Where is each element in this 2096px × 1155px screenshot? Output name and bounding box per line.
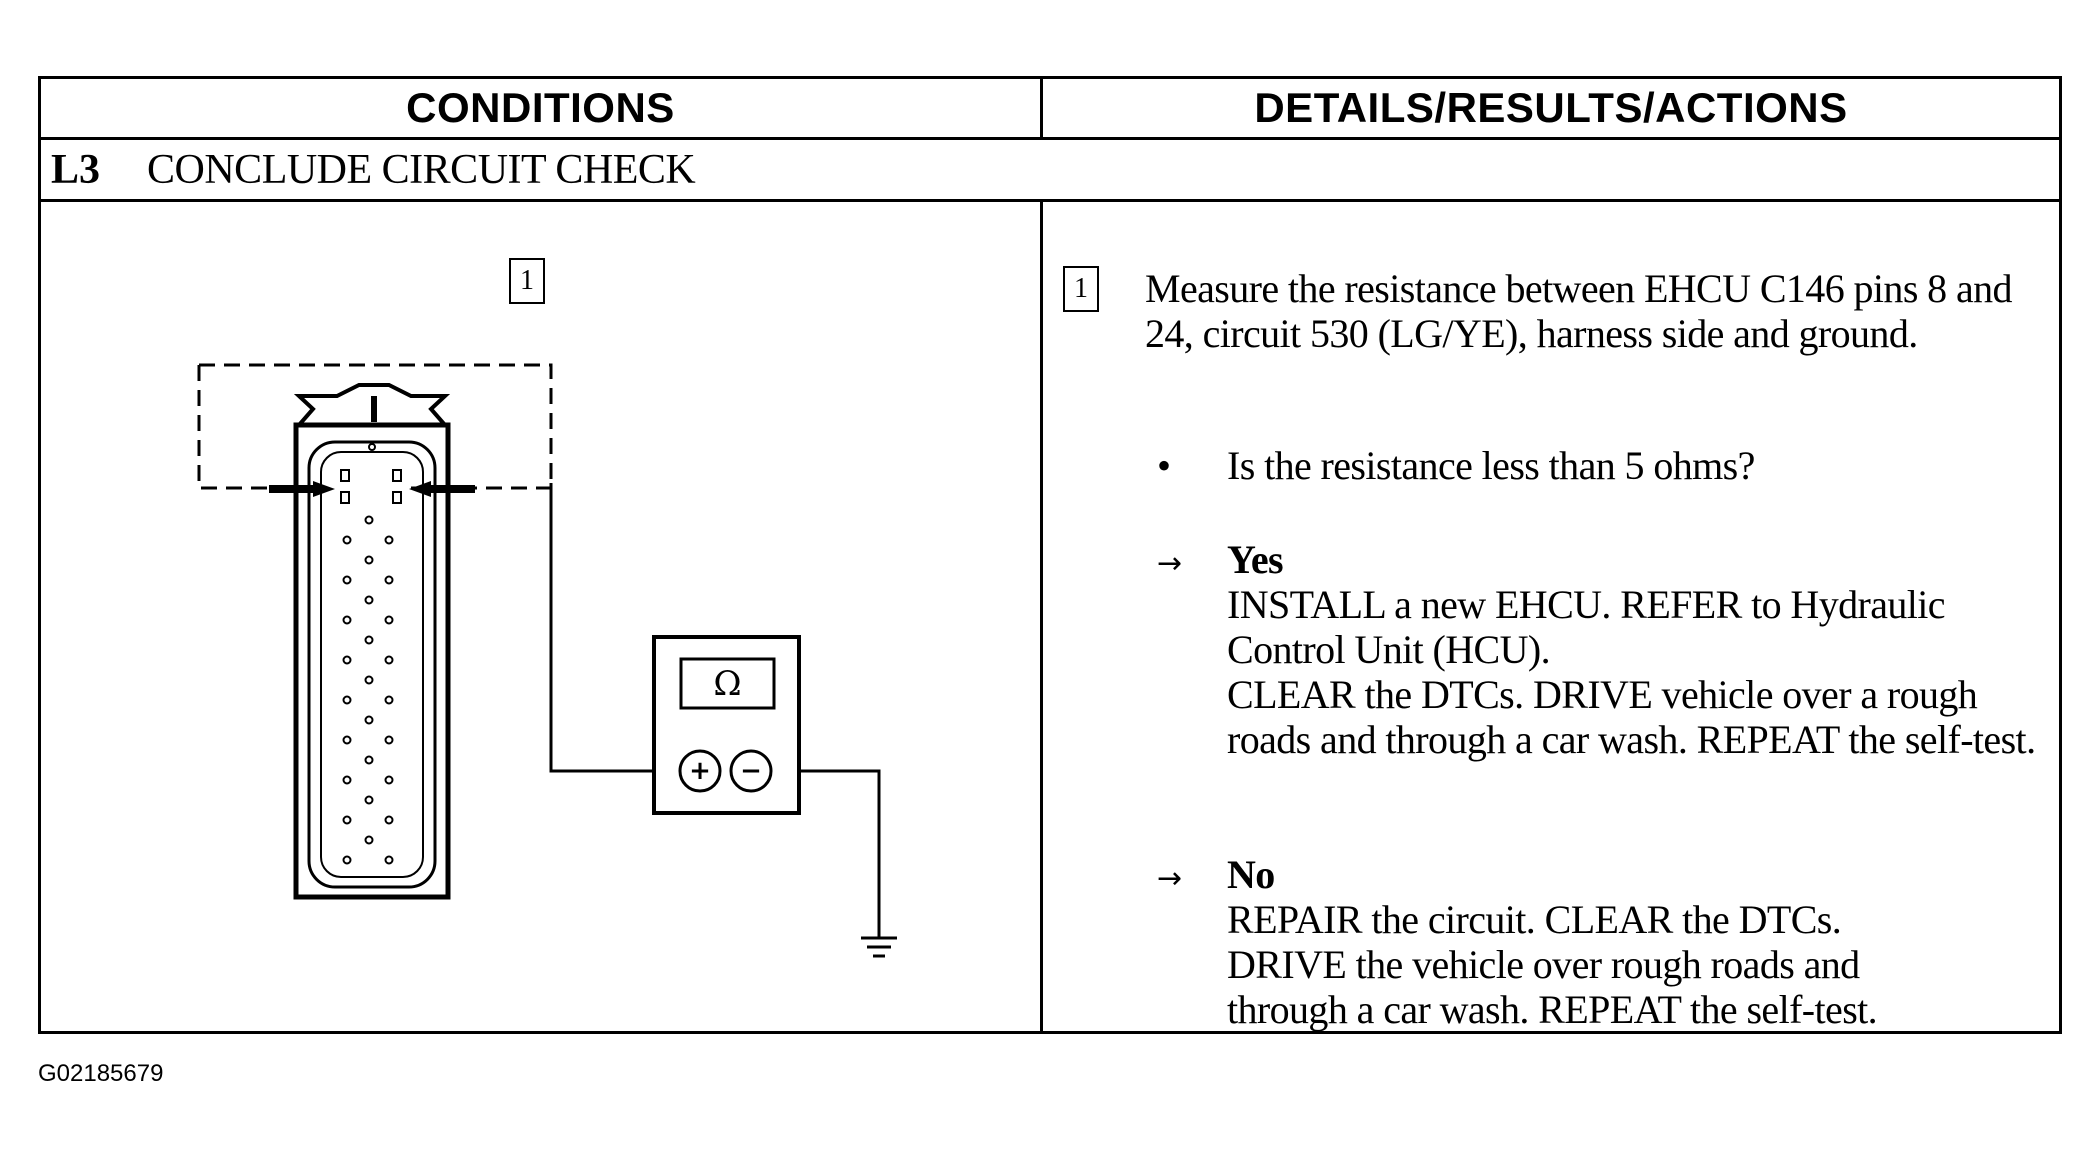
- step-title: CONCLUDE CIRCUIT CHECK: [147, 146, 696, 193]
- question-line: • Is the resistance less than 5 ohms?: [1157, 442, 1755, 489]
- yes-action-2: CLEAR the DTCs. DRIVE vehicle over a rou…: [1227, 672, 2036, 762]
- arrow-right-icon: →: [1157, 861, 1182, 896]
- ohm-symbol: Ω: [713, 663, 742, 704]
- conditions-header: CONDITIONS: [41, 79, 1043, 137]
- step-code: L3: [51, 146, 101, 193]
- ohmmeter: [652, 635, 801, 815]
- details-header: DETAILS/RESULTS/ACTIONS: [1254, 84, 1848, 131]
- no-label: No: [1227, 852, 1275, 897]
- no-action: REPAIR the circuit. CLEAR the DTCs. DRIV…: [1227, 897, 1878, 1032]
- details-step-box: 1: [1063, 266, 1099, 312]
- plus-terminal-label: +: [689, 756, 711, 786]
- arrow-right-icon: →: [1157, 546, 1182, 581]
- question-text: Is the resistance less than 5 ohms?: [1227, 443, 1755, 488]
- diagram-step-box: 1: [509, 258, 545, 304]
- ground-icon: [861, 936, 897, 958]
- minus-terminal-label: −: [740, 756, 762, 786]
- details-cell: 1 Measure the resistance between EHCU C1…: [1043, 202, 2059, 1032]
- yes-label: Yes: [1227, 537, 1284, 582]
- step-title-row: L3 CONCLUDE CIRCUIT CHECK: [41, 137, 2059, 202]
- test-probes: [269, 481, 475, 497]
- connector-meter-diagram: [197, 363, 897, 958]
- bullet: •: [1157, 443, 1171, 488]
- conditions-cell: 1: [41, 202, 1043, 1031]
- diagnostic-table: CONDITIONS DETAILS/RESULTS/ACTIONS L3 CO…: [38, 76, 2062, 1034]
- yes-branch: → Yes INSTALL a new EHCU. REFER to Hydra…: [1157, 537, 2047, 762]
- test-leads: [549, 483, 881, 938]
- figure-id: G02185679: [38, 1060, 164, 1087]
- measure-instruction: Measure the resistance between EHCU C146…: [1145, 266, 2013, 356]
- probe-region-outline: [197, 363, 553, 490]
- no-branch: → No REPAIR the circuit. CLEAR the DTCs.…: [1157, 852, 1947, 1032]
- ehcu-connector: [293, 383, 451, 900]
- yes-action-1: INSTALL a new EHCU. REFER to Hydraulic C…: [1227, 582, 1946, 672]
